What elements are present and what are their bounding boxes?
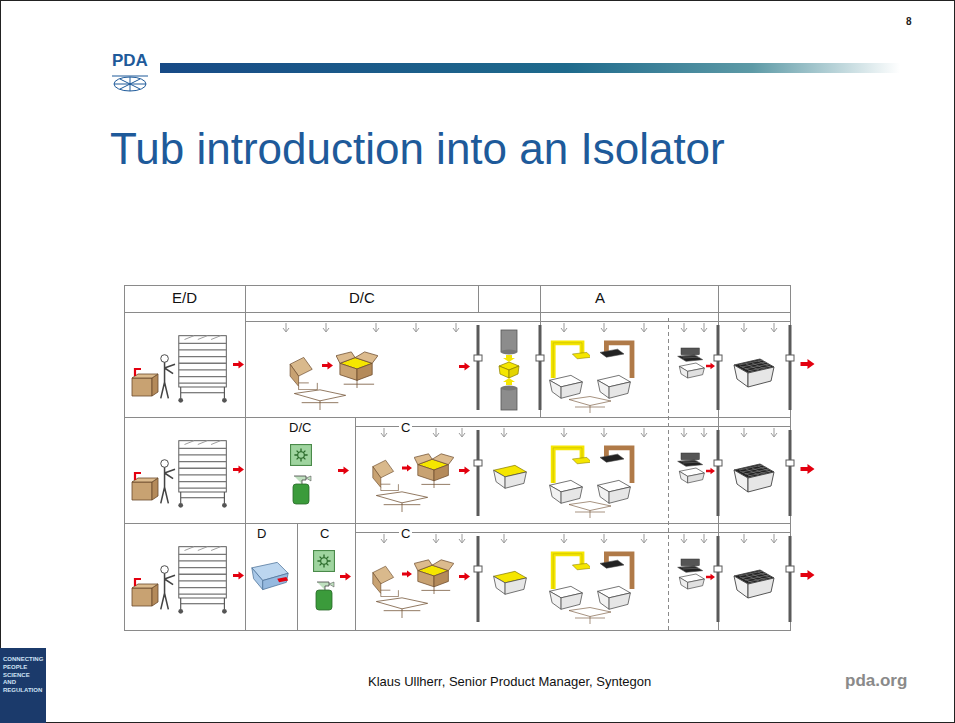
footer-logo-text: CONNECTING PEOPLE SCIENCE AND REGULATION <box>3 656 43 695</box>
slide-title: Tub introduction into an Isolator <box>110 124 725 175</box>
zone-label: C <box>399 421 412 436</box>
column-header: D/C <box>349 289 375 306</box>
column-header: A <box>595 289 605 306</box>
zone-label: C <box>399 527 412 542</box>
zone-label: C <box>318 527 331 542</box>
page-number: 8 <box>906 16 912 28</box>
footer-url: pda.org <box>845 671 907 691</box>
column-header: E/D <box>172 289 197 306</box>
zone-label: D <box>255 527 268 542</box>
footer-author: Klaus Ullherr, Senior Product Manager, S… <box>368 675 651 690</box>
zone-label: D/C <box>287 421 313 436</box>
logo-text: PDA <box>112 51 148 71</box>
